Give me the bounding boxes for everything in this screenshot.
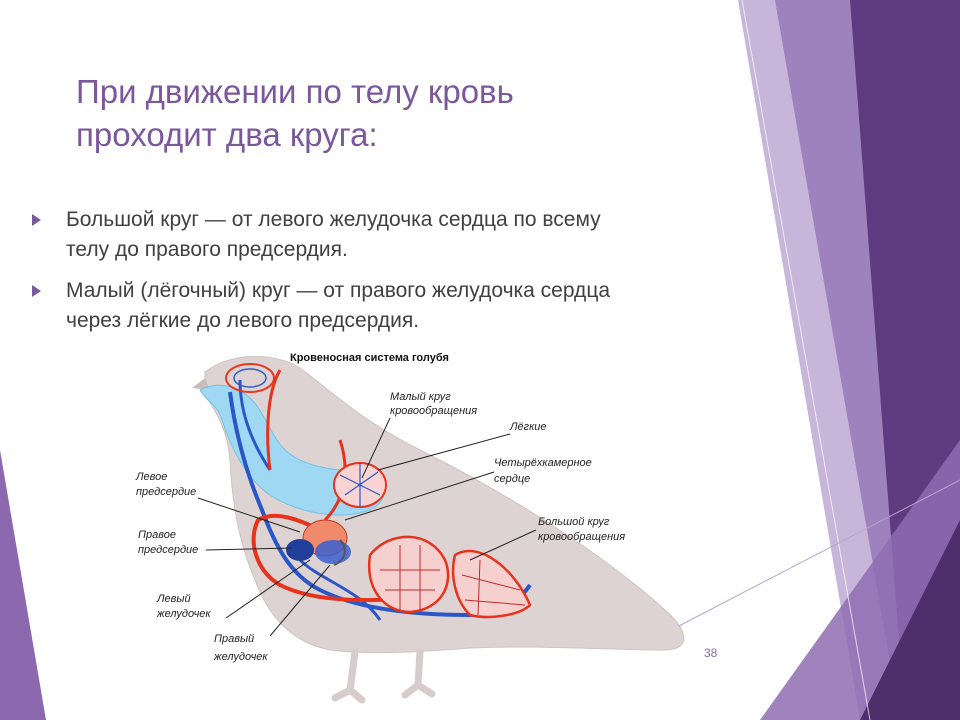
decor-shape-left bbox=[0, 450, 46, 720]
leader-lines bbox=[197, 417, 537, 637]
bullet-text: Малый (лёгочный) круг — от правого желуд… bbox=[66, 279, 611, 302]
label-big-circle-1: Большой круг bbox=[538, 516, 610, 528]
bullet-text: Большой круг — от левого желудочка сердц… bbox=[66, 208, 601, 231]
capillary-lung bbox=[333, 462, 387, 508]
label-small-circle-1: Малый круг bbox=[390, 391, 451, 403]
bullet-arrow-icon bbox=[32, 285, 41, 297]
bullet-list: Большой круг — от левого желудочка сердц… bbox=[30, 205, 710, 347]
capillary-body-2 bbox=[451, 549, 532, 619]
label-small-circle-2: кровообращения bbox=[390, 405, 477, 417]
heart bbox=[286, 519, 351, 566]
bullet-text: телу до правого предсердия. bbox=[66, 238, 348, 261]
label-right-ventricle-2: желудочек bbox=[213, 651, 268, 663]
vein-head bbox=[238, 379, 272, 471]
label-left-atrium-2: предсердие bbox=[136, 486, 196, 498]
bird-beak bbox=[192, 378, 210, 390]
label-heart-1: Четырёхкамерное bbox=[494, 457, 592, 469]
decor-line bbox=[741, 0, 871, 720]
label-left-ventricle-1: Левый bbox=[156, 593, 191, 605]
slide-title: При движении по телу кровь проходит два … bbox=[76, 70, 716, 156]
title-line-2: проходит два круга: bbox=[76, 116, 378, 153]
artery-main bbox=[251, 513, 421, 603]
bullet-text: через лёгкие до левого предсердия. bbox=[66, 309, 420, 332]
decor-shape-lower-dark bbox=[860, 520, 960, 720]
capillary-body-1 bbox=[367, 535, 450, 614]
title-line-1: При движении по телу кровь bbox=[76, 73, 514, 110]
vein-lower bbox=[298, 558, 382, 621]
bullet-arrow-icon bbox=[32, 214, 41, 226]
label-big-circle-2: кровообращения bbox=[538, 531, 625, 543]
label-right-atrium-2: предсердие bbox=[138, 544, 198, 556]
capillary-head bbox=[225, 363, 275, 393]
decor-line-2 bbox=[674, 479, 960, 629]
label-heart-2: сердце bbox=[494, 473, 530, 485]
diagram-title: Кровеносная система голубя bbox=[290, 352, 449, 364]
label-right-ventricle-1: Правый bbox=[214, 633, 254, 645]
page-number: 38 bbox=[704, 646, 718, 660]
bullet-item: Малый (лёгочный) круг — от правого желуд… bbox=[30, 276, 710, 336]
artery-head bbox=[266, 369, 282, 471]
label-lungs: Лёгкие bbox=[509, 421, 547, 433]
bullet-item: Большой круг — от левого желудочка сердц… bbox=[30, 205, 710, 265]
label-left-atrium-1: Левое bbox=[135, 471, 167, 483]
label-right-atrium-1: Правое bbox=[138, 529, 176, 541]
label-left-ventricle-2: желудочек bbox=[156, 608, 211, 620]
bird-feet bbox=[331, 648, 436, 704]
